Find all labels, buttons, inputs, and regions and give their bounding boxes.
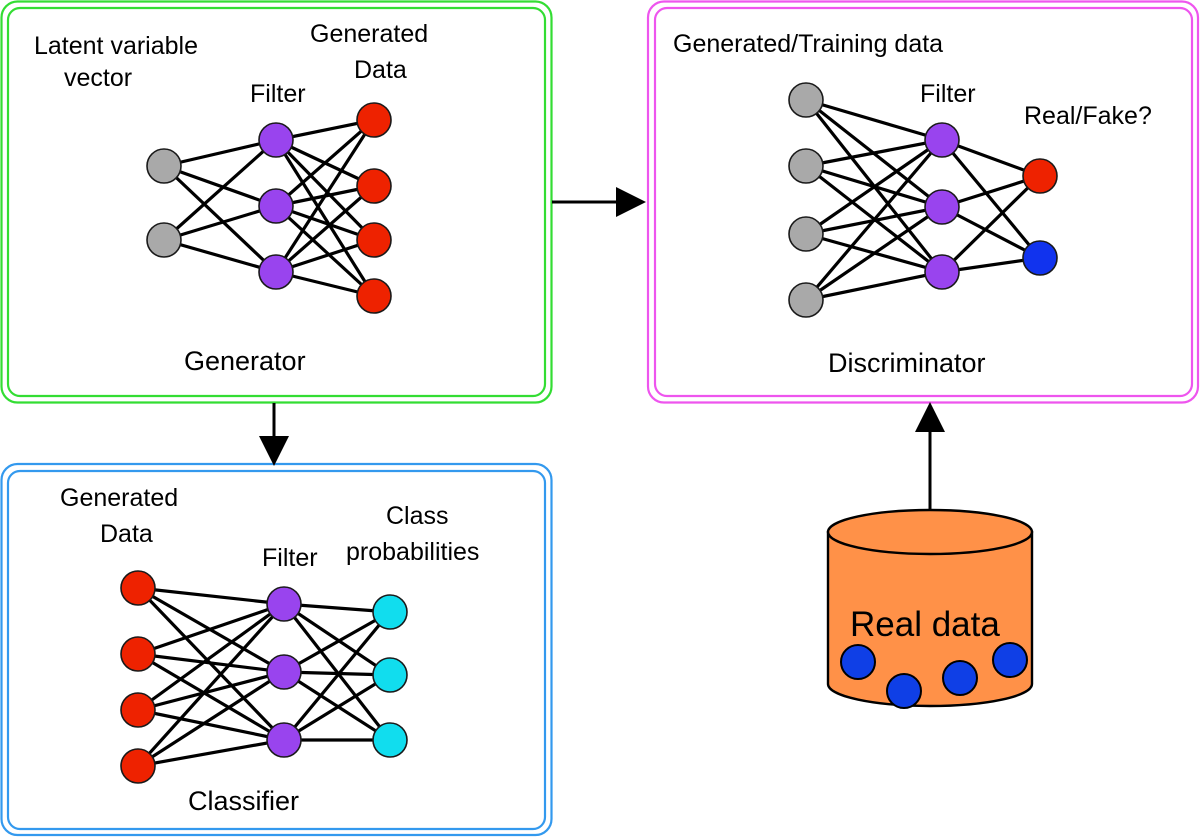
real-data-point: [992, 642, 1028, 678]
discriminator-input-node: [788, 282, 824, 318]
classifier-output-node: [372, 594, 408, 630]
generator-connection: [162, 138, 278, 242]
generator-connection: [163, 238, 277, 274]
discriminator-connection: [804, 138, 944, 302]
generator-output-label-line1: Generated: [310, 20, 428, 48]
generator-connection: [274, 184, 376, 274]
classifier-connection: [137, 586, 285, 606]
generator-output-node: [356, 278, 392, 314]
discriminator-input-node: [788, 82, 824, 118]
real-data-point: [942, 660, 978, 696]
classifier-output-node: [372, 722, 408, 758]
generator-connection: [162, 164, 278, 274]
discriminator-connection: [941, 205, 1041, 260]
discriminator-input-node: [788, 148, 824, 184]
classifier-border-inner: [6, 469, 547, 831]
discriminator-output-node: [1022, 240, 1058, 276]
real-data-point: [886, 673, 922, 709]
discriminator-connection: [805, 270, 943, 302]
discriminator-input-node: [788, 216, 824, 252]
classifier-connection: [282, 610, 392, 742]
classifier-connection: [137, 602, 285, 656]
cylinder-top: [826, 508, 1034, 556]
classifier-input-node: [120, 636, 156, 672]
classifier-output-label-line2: probabilities: [346, 538, 479, 566]
classifier-input-node: [120, 692, 156, 728]
classifier-input-node: [120, 570, 156, 606]
discriminator-output-label: Real/Fake?: [1024, 102, 1152, 130]
generator-connection: [274, 204, 376, 298]
classifier-connection: [137, 738, 285, 768]
generator-border-outer: [0, 0, 553, 404]
classifier-connection: [137, 708, 285, 742]
generator-connection: [274, 138, 376, 242]
discriminator-connection: [940, 174, 1042, 274]
generator-output-label-line2: Data: [354, 56, 407, 84]
generator-connection: [163, 164, 277, 208]
discriminator-filter-label: Filter: [920, 80, 976, 108]
generator-border-inner: [6, 6, 547, 398]
generator-title: Generator: [184, 346, 306, 376]
classifier-connection: [137, 652, 285, 674]
classifier-title: Classifier: [188, 786, 299, 816]
generator-connection: [163, 204, 277, 242]
classifier-panel: Generated Data Filter Class probabilitie…: [0, 462, 553, 837]
generator-connection: [274, 139, 376, 297]
classifier-filter-node: [266, 722, 302, 758]
generator-connection: [274, 118, 376, 208]
discriminator-connection: [940, 138, 1042, 260]
classifier-output-label-line1: Class: [386, 502, 449, 530]
real-data-cylinder: Real data: [826, 508, 1034, 709]
generator-latent-node: [146, 148, 182, 184]
discriminator-connection: [805, 205, 943, 302]
generator-connection: [163, 138, 277, 168]
discriminator-network: [788, 82, 1058, 318]
classifier-connection: [137, 602, 285, 712]
classifier-connection: [283, 602, 391, 677]
discriminator-input-label: Generated/Training data: [673, 30, 943, 58]
generator-filter-node: [258, 188, 294, 224]
generator-output-node: [356, 102, 392, 138]
discriminator-filter-node: [924, 122, 960, 158]
discriminator-connection: [805, 98, 943, 142]
classifier-connection: [283, 673, 391, 742]
generator-panel: Latent variable vector Filter Generated …: [0, 0, 553, 404]
real-data-label: Real data: [850, 605, 1000, 644]
classifier-input-label-line2: Data: [100, 520, 153, 548]
generator-connection: [274, 119, 376, 273]
generator-latent-label-line2: vector: [64, 64, 132, 92]
generator-latent-label-line1: Latent variable: [34, 32, 198, 60]
classifier-input-node: [120, 748, 156, 784]
classifier-input-label-line1: Generated: [60, 484, 178, 512]
discriminator-border-inner: [653, 6, 1194, 398]
generator-filter-node: [258, 254, 294, 290]
classifier-filter-label: Filter: [262, 544, 318, 572]
discriminator-connection: [805, 138, 943, 168]
generator-output-node: [356, 222, 392, 258]
generator-filter-node: [258, 122, 294, 158]
classifier-connection: [136, 602, 286, 768]
generator-latent-node: [146, 222, 182, 258]
classifier-connection: [137, 670, 285, 712]
real-data-point: [840, 644, 876, 680]
classifier-connection: [137, 652, 285, 742]
classifier-network: [120, 570, 408, 784]
discriminator-panel: Generated/Training data Filter Real/Fake…: [646, 0, 1200, 404]
generator-output-node: [356, 168, 392, 204]
cylinder-body: [826, 530, 1034, 708]
classifier-connection: [137, 670, 285, 768]
discriminator-title: Discriminator: [828, 348, 986, 378]
discriminator-output-node: [1022, 158, 1058, 194]
generator-network: [146, 102, 392, 314]
discriminator-filter-node: [924, 254, 960, 290]
discriminator-connection: [805, 138, 943, 236]
discriminator-filter-node: [924, 189, 960, 225]
classifier-filter-node: [266, 586, 302, 622]
classifier-filter-node: [266, 654, 302, 690]
generator-filter-label: Filter: [250, 80, 306, 108]
classifier-output-node: [372, 657, 408, 693]
classifier-border-outer: [0, 462, 553, 837]
classifier-connection: [283, 610, 391, 674]
